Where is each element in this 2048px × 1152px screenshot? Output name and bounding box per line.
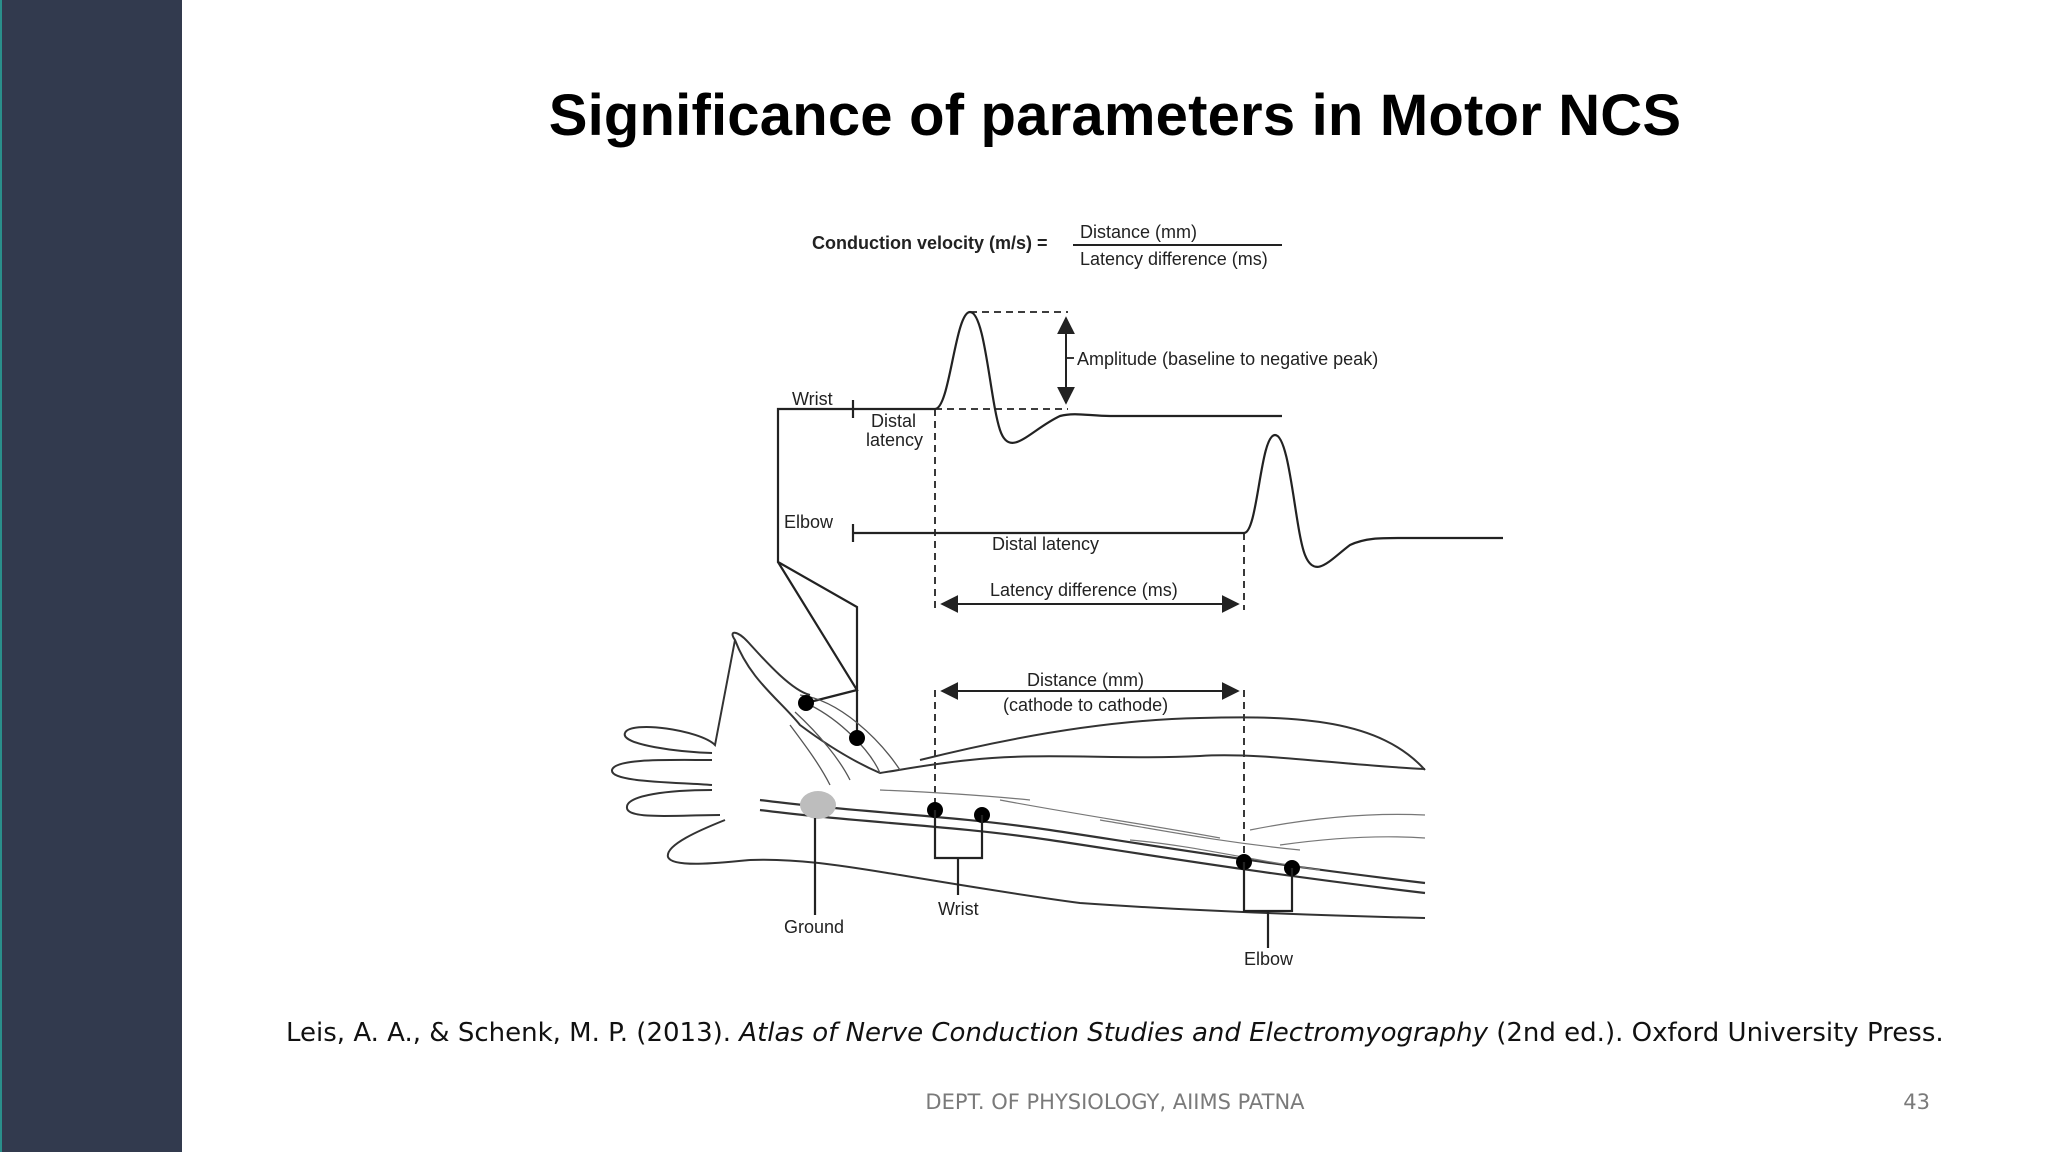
distance-label-line2: (cathode to cathode) <box>1003 695 1168 715</box>
elbow-waveform <box>853 433 1503 568</box>
wrist-electrode-label: Wrist <box>938 899 979 919</box>
stimulator-leads <box>813 810 1294 948</box>
formula-numerator: Distance (mm) <box>1080 222 1197 242</box>
citation-book-title: Atlas of Nerve Conduction Studies and El… <box>739 1018 1488 1048</box>
wrist-trace-label: Wrist <box>792 389 833 409</box>
formula-lhs: Conduction velocity (m/s) = <box>812 233 1048 253</box>
left-sidebar-bar <box>0 0 182 1152</box>
distal-latency-label-line2: latency <box>866 430 923 450</box>
recording-electrode-2 <box>849 730 865 746</box>
page-number: 43 <box>1903 1090 1930 1114</box>
recording-leads <box>776 407 859 738</box>
formula-denominator: Latency difference (ms) <box>1080 249 1268 269</box>
wrist-waveform <box>853 310 1282 444</box>
nerve-conduction-diagram: Conduction velocity (m/s) = Distance (mm… <box>600 210 1540 1000</box>
citation-authors: Leis, A. A., & Schenk, M. P. (2013). <box>286 1018 740 1048</box>
latency-difference-label: Latency difference (ms) <box>990 580 1178 600</box>
recording-electrode-1 <box>798 695 814 711</box>
citation: Leis, A. A., & Schenk, M. P. (2013). Atl… <box>286 1018 1986 1048</box>
arm-outline <box>611 631 1426 919</box>
slide-title: Significance of parameters in Motor NCS <box>548 83 1682 148</box>
elbow-trace-label: Elbow <box>784 512 834 532</box>
elbow-electrode-label: Elbow <box>1244 949 1294 969</box>
footer-department: DEPT. OF PHYSIOLOGY, AIIMS PATNA <box>925 1090 1305 1114</box>
elbow-latency-label: Distal latency <box>992 534 1099 554</box>
amplitude-label: Amplitude (baseline to negative peak) <box>1077 349 1378 369</box>
forearm-muscles <box>879 789 1426 871</box>
ground-label: Ground <box>784 917 844 937</box>
ground-pad <box>800 791 836 819</box>
median-nerve <box>759 798 1426 895</box>
citation-publisher: (2nd ed.). Oxford University Press. <box>1487 1018 1944 1048</box>
distal-latency-label-line1: Distal <box>871 411 916 431</box>
amplitude-box <box>935 311 1068 410</box>
latency-guides <box>934 409 1245 862</box>
distance-label-line1: Distance (mm) <box>1027 670 1144 690</box>
